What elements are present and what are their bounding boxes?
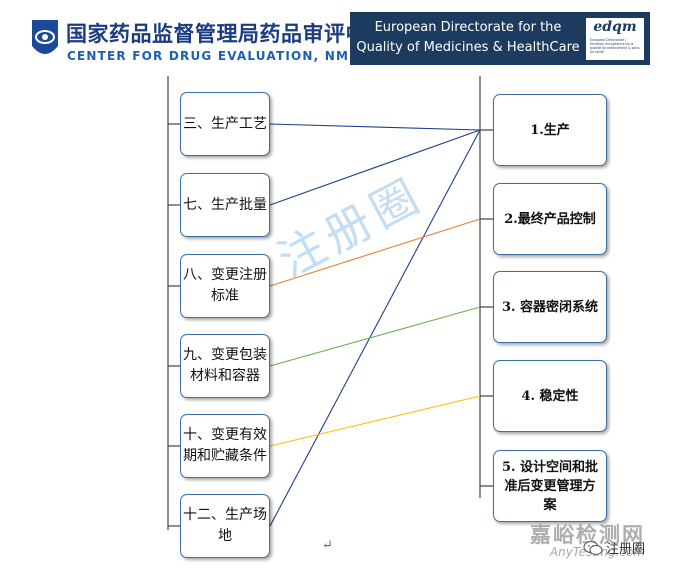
right-item-box: 5. 设计空间和批准后变更管理方案 (493, 450, 607, 522)
right-item-line1: 5. 设计空间和批 (501, 459, 599, 475)
left-item-line2: 地 (218, 528, 232, 544)
left-item-line1: 九、变更包装 (183, 347, 267, 363)
left-item-line1: 七、生产批量 (183, 196, 267, 213)
connector-line (269, 306, 481, 367)
edqm-logo-subtext: European Directorate | Direction europée… (590, 38, 640, 54)
wechat-icon (583, 540, 603, 555)
edqm-title-line1: European Directorate for the (374, 20, 562, 35)
cde-logo-icon (32, 20, 58, 54)
paragraph-return-mark: ↵ (322, 538, 333, 553)
connector-line (269, 395, 481, 447)
cde-name-en: CENTER FOR DRUG EVALUATION, NMPA (67, 49, 369, 63)
edqm-title: European Directorate for the Quality of … (356, 18, 580, 58)
left-item-line1: 三、生产工艺 (183, 115, 267, 132)
right-item-box: 2.最终产品控制 (493, 183, 607, 255)
wechat-account-name: 注册圈 (606, 542, 646, 557)
left-item-line2: 期和贮藏条件 (183, 448, 267, 464)
left-item-line2: 材料和容器 (190, 368, 260, 384)
right-item-box: 1.生产 (493, 94, 607, 166)
right-item-line1: 4. 稳定性 (521, 388, 579, 404)
edqm-logo: edqm European Directorate | Direction eu… (586, 18, 644, 60)
right-item-line1: 1.生产 (530, 122, 570, 138)
right-item-box: 4. 稳定性 (493, 360, 607, 432)
left-item-line1: 八、变更注册 (183, 267, 267, 283)
left-item-box: 九、变更包装材料和容器 (180, 334, 270, 398)
connector-line (269, 129, 481, 527)
edqm-banner: European Directorate for the Quality of … (350, 12, 650, 65)
wechat-account: 注册圈 (583, 538, 645, 557)
left-item-box: 十二、生产场地 (180, 494, 270, 558)
left-item-line1: 十二、生产场 (183, 507, 267, 523)
connector-line (269, 123, 481, 131)
right-item-line1: 3. 容器密闭系统 (501, 299, 599, 315)
cde-name-cn: 国家药品监督管理局药品审评中心 (66, 22, 389, 46)
right-item-line3: 案 (543, 497, 557, 513)
right-item-line1: 2.最终产品控制 (504, 211, 596, 227)
edqm-title-line2: Quality of Medicines & HealthCare (356, 40, 580, 55)
connector-line (269, 218, 481, 287)
right-item-box: 3. 容器密闭系统 (493, 271, 607, 343)
left-item-line1: 十、变更有效 (183, 427, 267, 443)
connector-line (269, 129, 481, 206)
left-item-box: 八、变更注册标准 (180, 254, 270, 318)
edqm-logo-mark: edqm (593, 19, 637, 35)
right-item-line2: 准后变更管理方 (504, 478, 596, 494)
left-item-box: 十、变更有效期和贮藏条件 (180, 414, 270, 478)
left-item-box: 三、生产工艺 (180, 92, 270, 156)
left-item-line2: 标准 (211, 288, 239, 304)
left-item-box: 七、生产批量 (180, 173, 270, 237)
